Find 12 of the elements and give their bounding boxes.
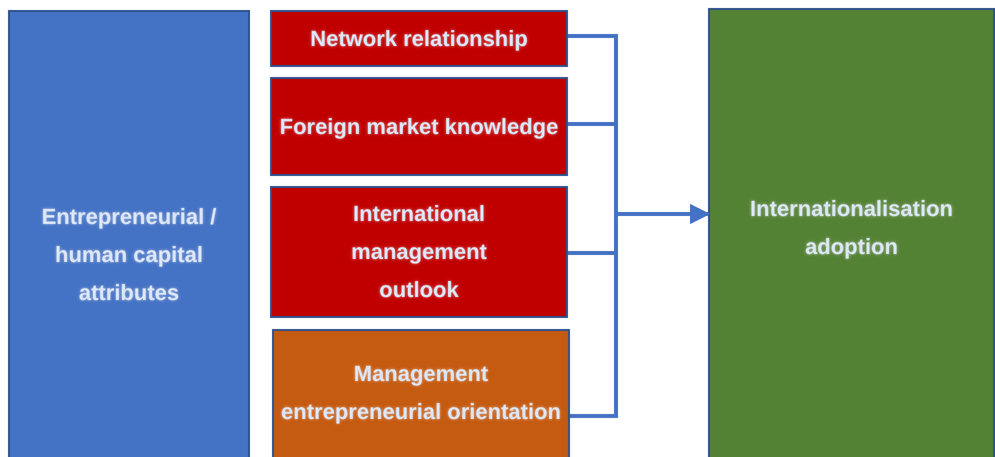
factor-box <box>270 186 568 318</box>
box-label: Entrepreneurial / human capital attributes <box>40 203 218 307</box>
box-label: Network relationship <box>310 24 528 53</box>
box-label: Internationalisation adoption <box>749 195 954 261</box>
box-label: Management entrepreneurial orientation <box>281 360 561 426</box>
box-label: International management outlook <box>350 200 488 304</box>
box-label: Foreign market knowledge <box>280 112 558 141</box>
factor-box <box>270 10 568 67</box>
factor-box <box>272 329 570 457</box>
factor-box <box>270 77 568 176</box>
attribute-box <box>8 10 250 457</box>
outcome-box <box>708 8 995 457</box>
